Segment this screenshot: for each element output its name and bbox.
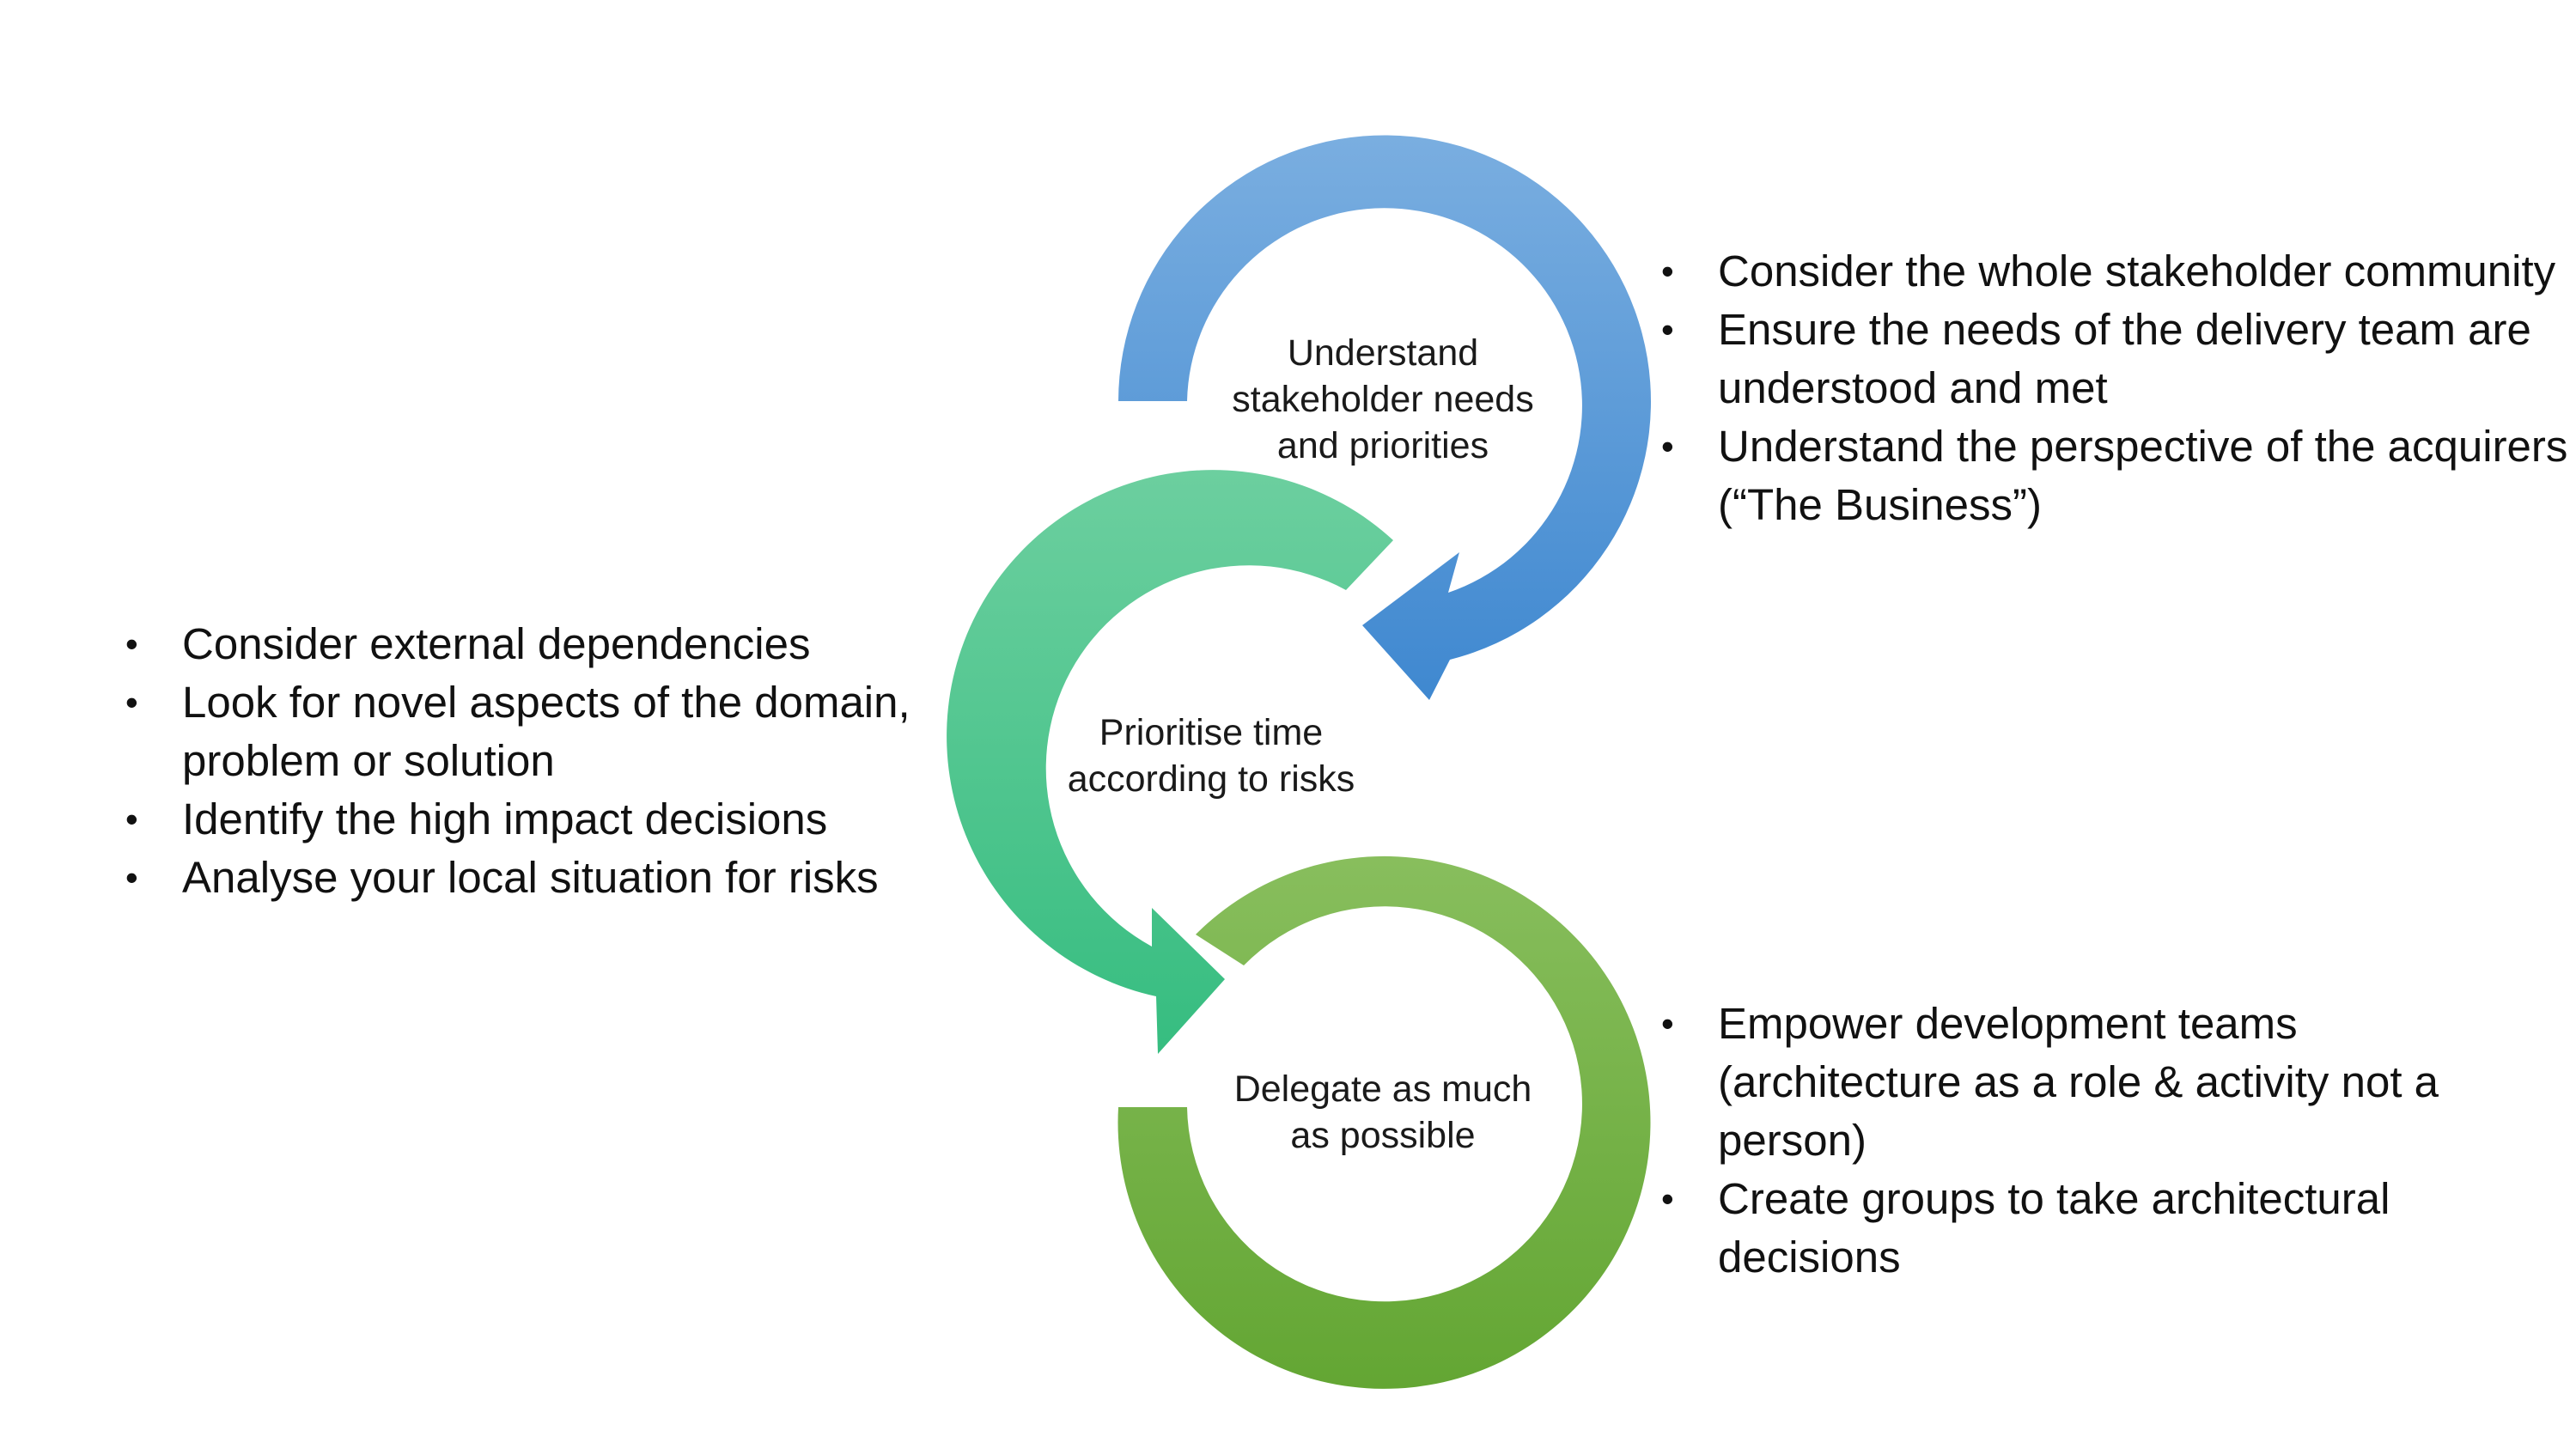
list-item: Analyse your local situation for risks	[122, 849, 947, 907]
step-label-delegate: Delegate as much as possible	[1233, 1068, 1532, 1156]
list-item: Consider the whole stakeholder community	[1658, 242, 2568, 301]
step-label-understand: Understand stakeholder needs and priorit…	[1232, 332, 1534, 466]
circular-arrow-prioritise	[947, 470, 1393, 1054]
list-item: Consider external dependencies	[122, 615, 947, 673]
list-item: Empower development teams (architecture …	[1658, 995, 2517, 1170]
circular-arrow-understand	[1118, 135, 1651, 700]
circular-arrow-delegate	[1117, 855, 1651, 1389]
list-item: Look for novel aspects of the domain, pr…	[122, 673, 947, 790]
step-label-prioritise: Prioritise time according to risks	[1067, 712, 1355, 800]
list-item: Identify the high impact decisions	[122, 790, 947, 849]
delegation-bullet-list: Empower development teams (architecture …	[1658, 995, 2517, 1287]
stakeholder-bullet-list: Consider the whole stakeholder community…	[1658, 242, 2568, 534]
list-item: Ensure the needs of the delivery team ar…	[1658, 301, 2568, 417]
risk-bullet-list: Consider external dependencies Look for …	[122, 615, 947, 907]
list-item: Understand the perspective of the acquir…	[1658, 417, 2568, 534]
list-item: Create groups to take architectural deci…	[1658, 1170, 2517, 1287]
